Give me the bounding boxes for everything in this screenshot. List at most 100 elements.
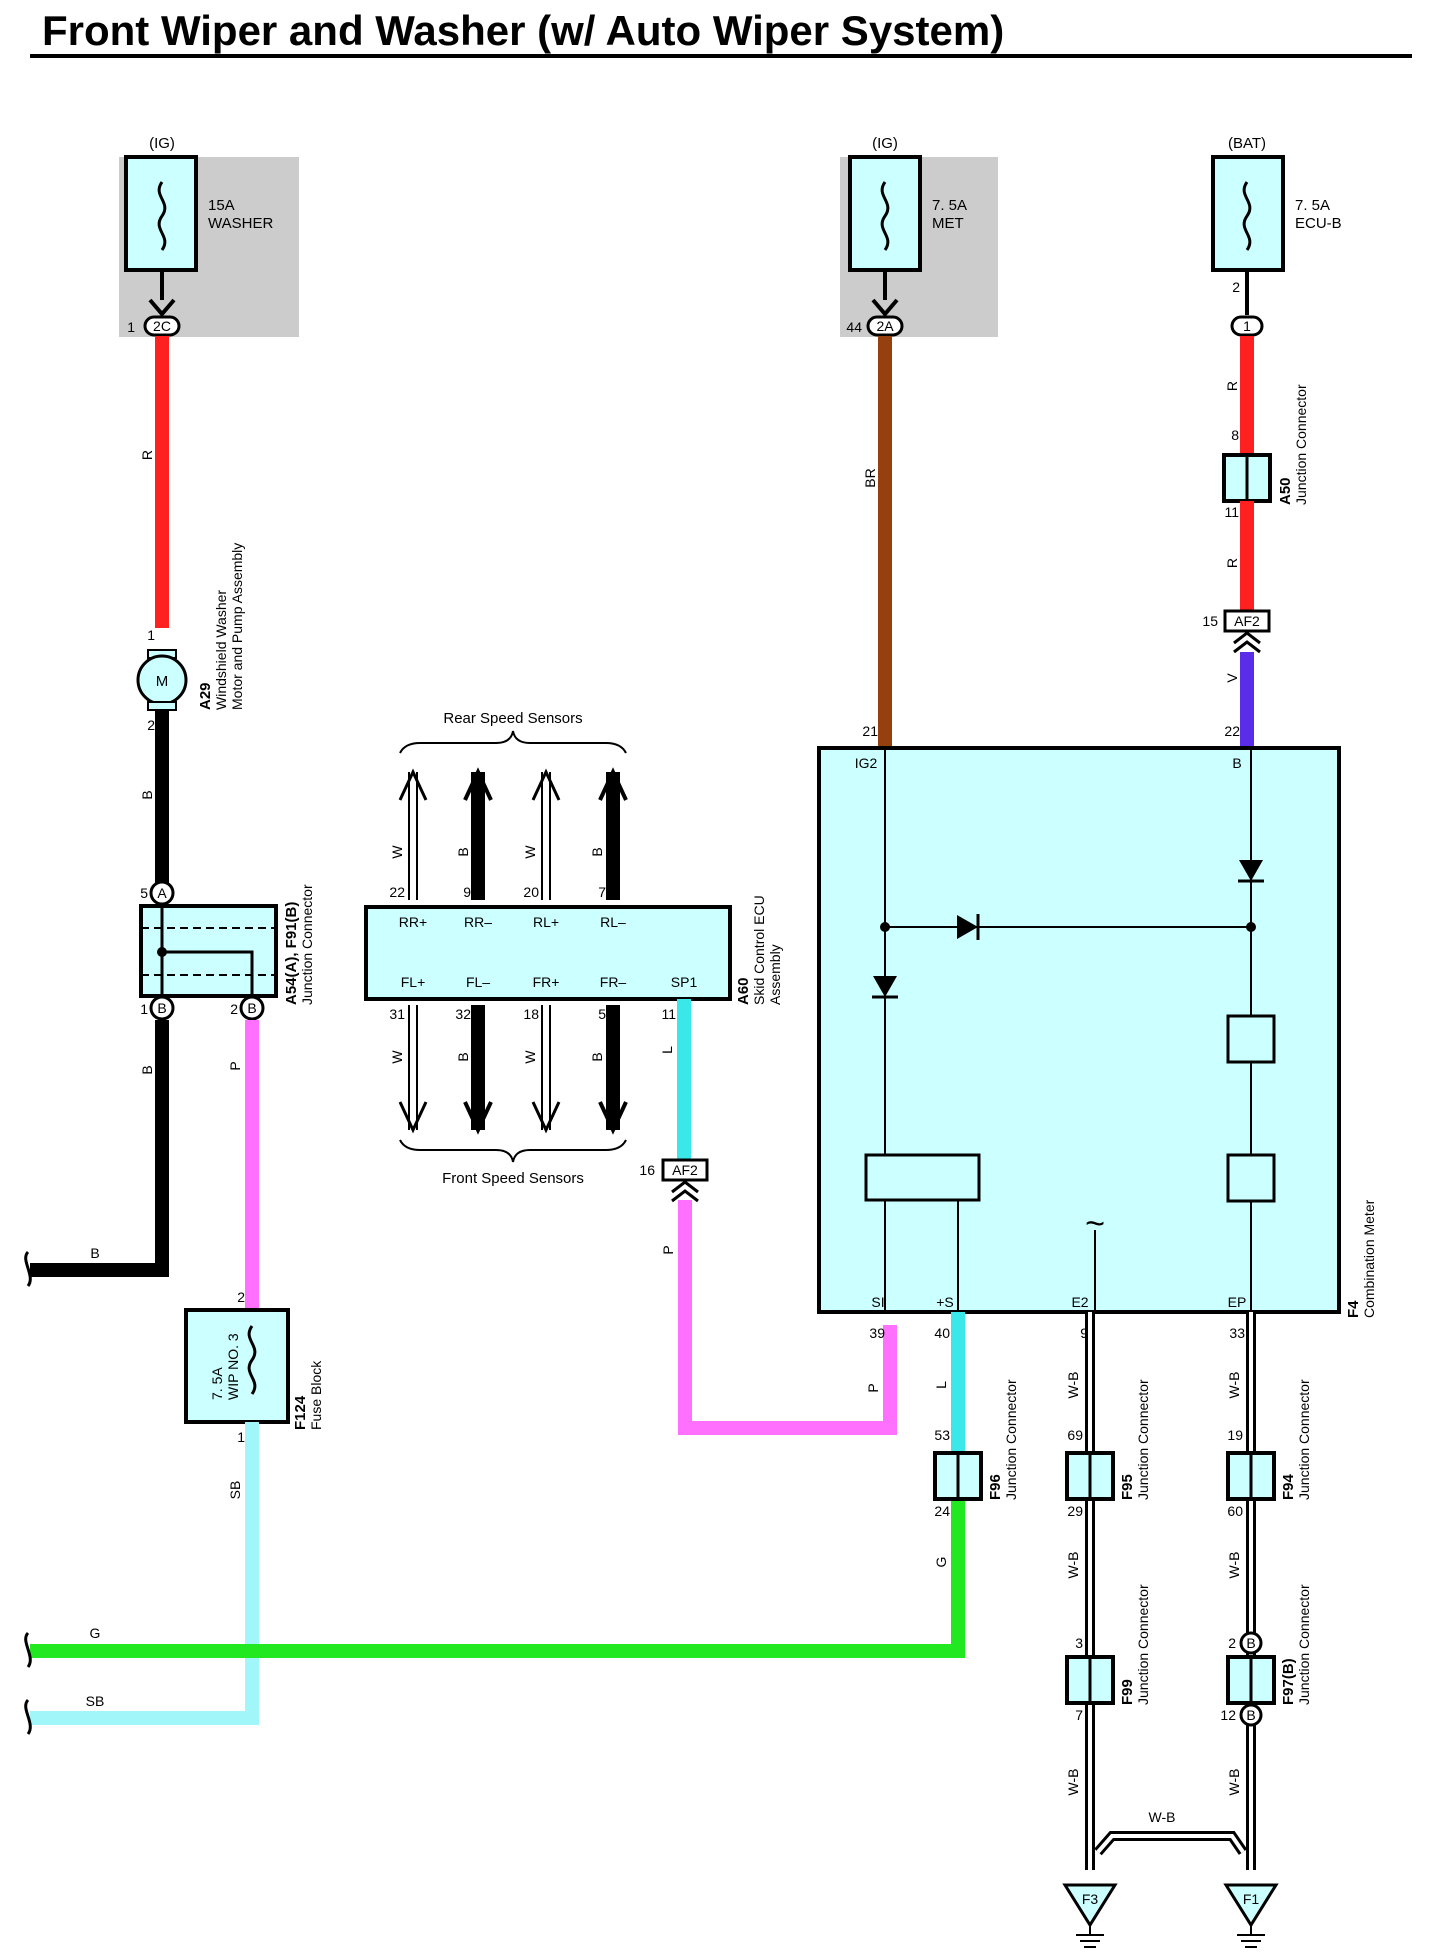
- pin-number: 2: [237, 1289, 245, 1305]
- ground-f1: F1: [1223, 1883, 1279, 1948]
- wire-label-l: L: [659, 1046, 675, 1054]
- fuse-rating: 7. 5A: [1295, 197, 1330, 214]
- diode-icon: [873, 976, 897, 997]
- terminal-name: FR+: [533, 974, 560, 990]
- connector-id: 1: [1243, 318, 1251, 334]
- fuse-icon: [1242, 181, 1252, 251]
- meter-element: [1226, 1153, 1276, 1203]
- pin-number: 3: [1075, 1635, 1083, 1651]
- pin-number: 2: [147, 717, 155, 733]
- combination-meter: 21 IG2 22 B ~ SI +S E2 EP 39 40 9 33: [817, 723, 1377, 1341]
- rear-sensors-label: Rear Speed Sensors: [443, 710, 582, 727]
- junction-f99: 3 7 F99 Junction Connector: [1065, 1584, 1151, 1723]
- fuse-rating: 7. 5A: [209, 1367, 225, 1400]
- wire-label-wb: W-B: [1226, 1769, 1242, 1796]
- connector-badge: B: [247, 1000, 256, 1016]
- wire-b-ground: [30, 1020, 169, 1277]
- pin-number: 33: [1229, 1325, 1245, 1341]
- wire-label-g: G: [90, 1625, 101, 1641]
- component-desc: Junction Connector: [1296, 1584, 1312, 1705]
- fuse-icon: [157, 181, 167, 251]
- ground-icon: [1062, 1883, 1118, 1928]
- tilde-symbol: ~: [1085, 1205, 1105, 1243]
- fuse-rating: 15A: [208, 197, 235, 214]
- pin-number: 16: [639, 1162, 655, 1178]
- pin-number: 31: [389, 1006, 405, 1022]
- arrow-down-icon: [463, 1101, 493, 1135]
- ground-label: F1: [1243, 1891, 1260, 1907]
- pin-number: 32: [455, 1006, 471, 1022]
- component-desc: Junction Connector: [1296, 1379, 1312, 1500]
- pin-number: 2: [1228, 1635, 1236, 1651]
- meter-element: [1226, 1014, 1276, 1064]
- terminal-name: SP1: [671, 974, 698, 990]
- wire-break-icon: [24, 1250, 32, 1287]
- fuse-body: [124, 155, 198, 272]
- diagram-title: Front Wiper and Washer (w/ Auto Wiper Sy…: [42, 7, 1004, 54]
- pin-number: 20: [523, 884, 539, 900]
- terminal-name: IG2: [855, 755, 878, 771]
- pin-number: 9: [1080, 1325, 1088, 1341]
- fuse-icon: [247, 1325, 257, 1395]
- pin-number: 1: [140, 1001, 148, 1017]
- wire-label: B: [589, 847, 605, 856]
- arrow-down-icon: [531, 1101, 561, 1134]
- motor-symbol: M: [156, 673, 169, 690]
- terminal-name: RR–: [464, 914, 492, 930]
- coil-box: [864, 1153, 981, 1202]
- junction-a50: 8 11 A50 Junction Connector: [1222, 384, 1309, 520]
- wire-label-r: R: [1224, 381, 1240, 391]
- pin-number: 11: [1224, 504, 1239, 520]
- arrow-up-icon: [598, 767, 628, 801]
- component-code: F97(B): [1280, 1658, 1297, 1705]
- fuse-name: MET: [932, 215, 964, 232]
- component-code: A60: [735, 977, 752, 1005]
- arrow-up-icon: [398, 768, 428, 801]
- pin-number: 5: [140, 885, 148, 901]
- supply-label: (IG): [872, 135, 898, 152]
- connector-id: 2C: [153, 318, 171, 334]
- pin-number: 7: [598, 884, 606, 900]
- component-code: F95: [1119, 1474, 1136, 1500]
- component-code: F99: [1119, 1679, 1136, 1705]
- terminal-name: SI: [871, 1294, 884, 1310]
- component-code: A50: [1277, 477, 1294, 505]
- wire-label-wb: W-B: [1226, 1372, 1242, 1399]
- chevron-up-icon: [671, 1180, 699, 1203]
- pin-number: 18: [523, 1006, 539, 1022]
- connector-af2-lower: 16 AF2: [639, 1158, 709, 1203]
- pin-number: 44: [846, 319, 862, 335]
- junction-f95: 69 29 F95 Junction Connector: [1065, 1379, 1151, 1519]
- pin-number: 53: [934, 1427, 950, 1443]
- connector-badge: B: [1246, 1635, 1255, 1651]
- connector-id: AF2: [1234, 613, 1260, 629]
- wire-label-l: L: [933, 1381, 949, 1389]
- arrow-down-icon: [598, 1101, 628, 1135]
- supply-label: (IG): [149, 135, 175, 152]
- pin-number: 39: [869, 1325, 885, 1341]
- fuse-body: [184, 1308, 290, 1424]
- front-bracket: [399, 1139, 627, 1163]
- wire-label-wb: W-B: [1149, 1809, 1176, 1825]
- chevron-up-icon: [1233, 631, 1261, 654]
- pin-number: 15: [1202, 613, 1218, 629]
- pin-number: 11: [661, 1006, 676, 1022]
- fuse-wip3: 2 7. 5A WIP NO. 3 F124 Fuse Block 1: [184, 1289, 324, 1445]
- wire-label: W: [389, 845, 405, 859]
- pin-number: 2: [230, 1001, 238, 1017]
- component-desc: Junction Connector: [1293, 384, 1309, 505]
- wire-break-icon: [24, 1698, 32, 1735]
- fuse-ecu-b: (BAT) 7. 5A ECU-B 2 1: [1211, 135, 1342, 337]
- wire-label-r: R: [139, 450, 155, 460]
- fuse-rating: 7. 5A: [932, 197, 967, 214]
- terminal-name: FL+: [401, 974, 426, 990]
- wire-label-sb: SB: [227, 1481, 243, 1500]
- terminal-name: RL–: [600, 914, 626, 930]
- wire-label-wb: W-B: [1065, 1769, 1081, 1796]
- terminal-name: RL+: [533, 914, 559, 930]
- wire-label: W: [522, 1050, 538, 1064]
- wire-wb-bridge: [1094, 1831, 1248, 1856]
- component-code: A54(A), F91(B): [283, 902, 300, 1005]
- arrow-up-icon: [463, 767, 493, 801]
